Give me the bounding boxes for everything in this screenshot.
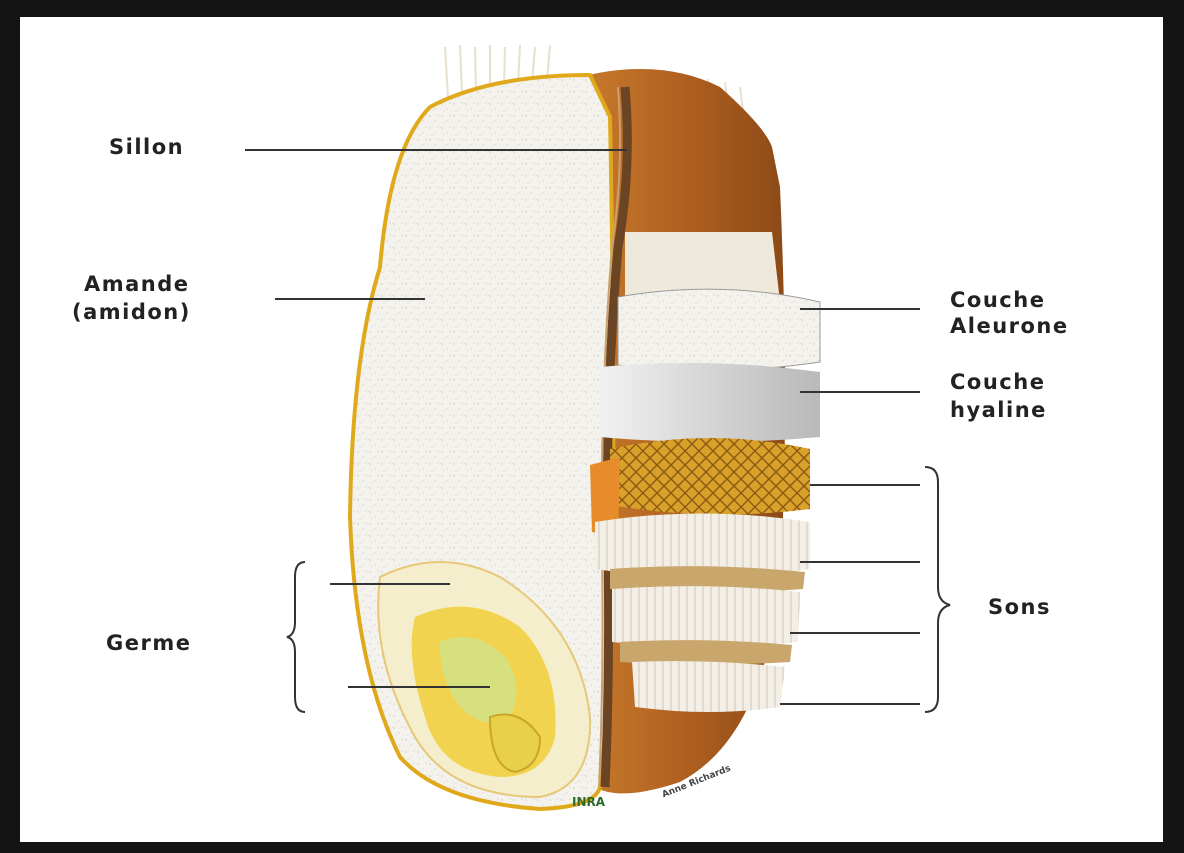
wheat-grain-diagram [20, 17, 1163, 842]
label-germe: Germe [106, 630, 191, 657]
label-sons: Sons [988, 594, 1051, 621]
label-amande-line2: (amidon) [72, 299, 191, 326]
layer-aleurone [618, 289, 820, 370]
label-couche-hyaline-line2: hyaline [950, 397, 1047, 424]
layer-net-pericarp [610, 438, 810, 515]
layer-brown-band-2 [620, 640, 792, 664]
brace-germe [287, 562, 305, 712]
label-couche-aleurone-line1: Couche [950, 287, 1045, 314]
label-couche-aleurone-line2: Aleurone [950, 313, 1069, 340]
label-amande-line1: Amande [84, 271, 190, 298]
credit-logo: INRA [572, 795, 605, 809]
label-couche-hyaline-line1: Couche [950, 369, 1045, 396]
brace-sons [925, 467, 950, 712]
layer-hyaline [600, 363, 820, 442]
label-sillon: Sillon [109, 134, 184, 161]
diagram-panel: Sillon Amande (amidon) Germe Couche Aleu… [20, 17, 1163, 842]
layer-fibrous-3 [632, 661, 785, 712]
layer-fibrous-2 [612, 586, 800, 647]
